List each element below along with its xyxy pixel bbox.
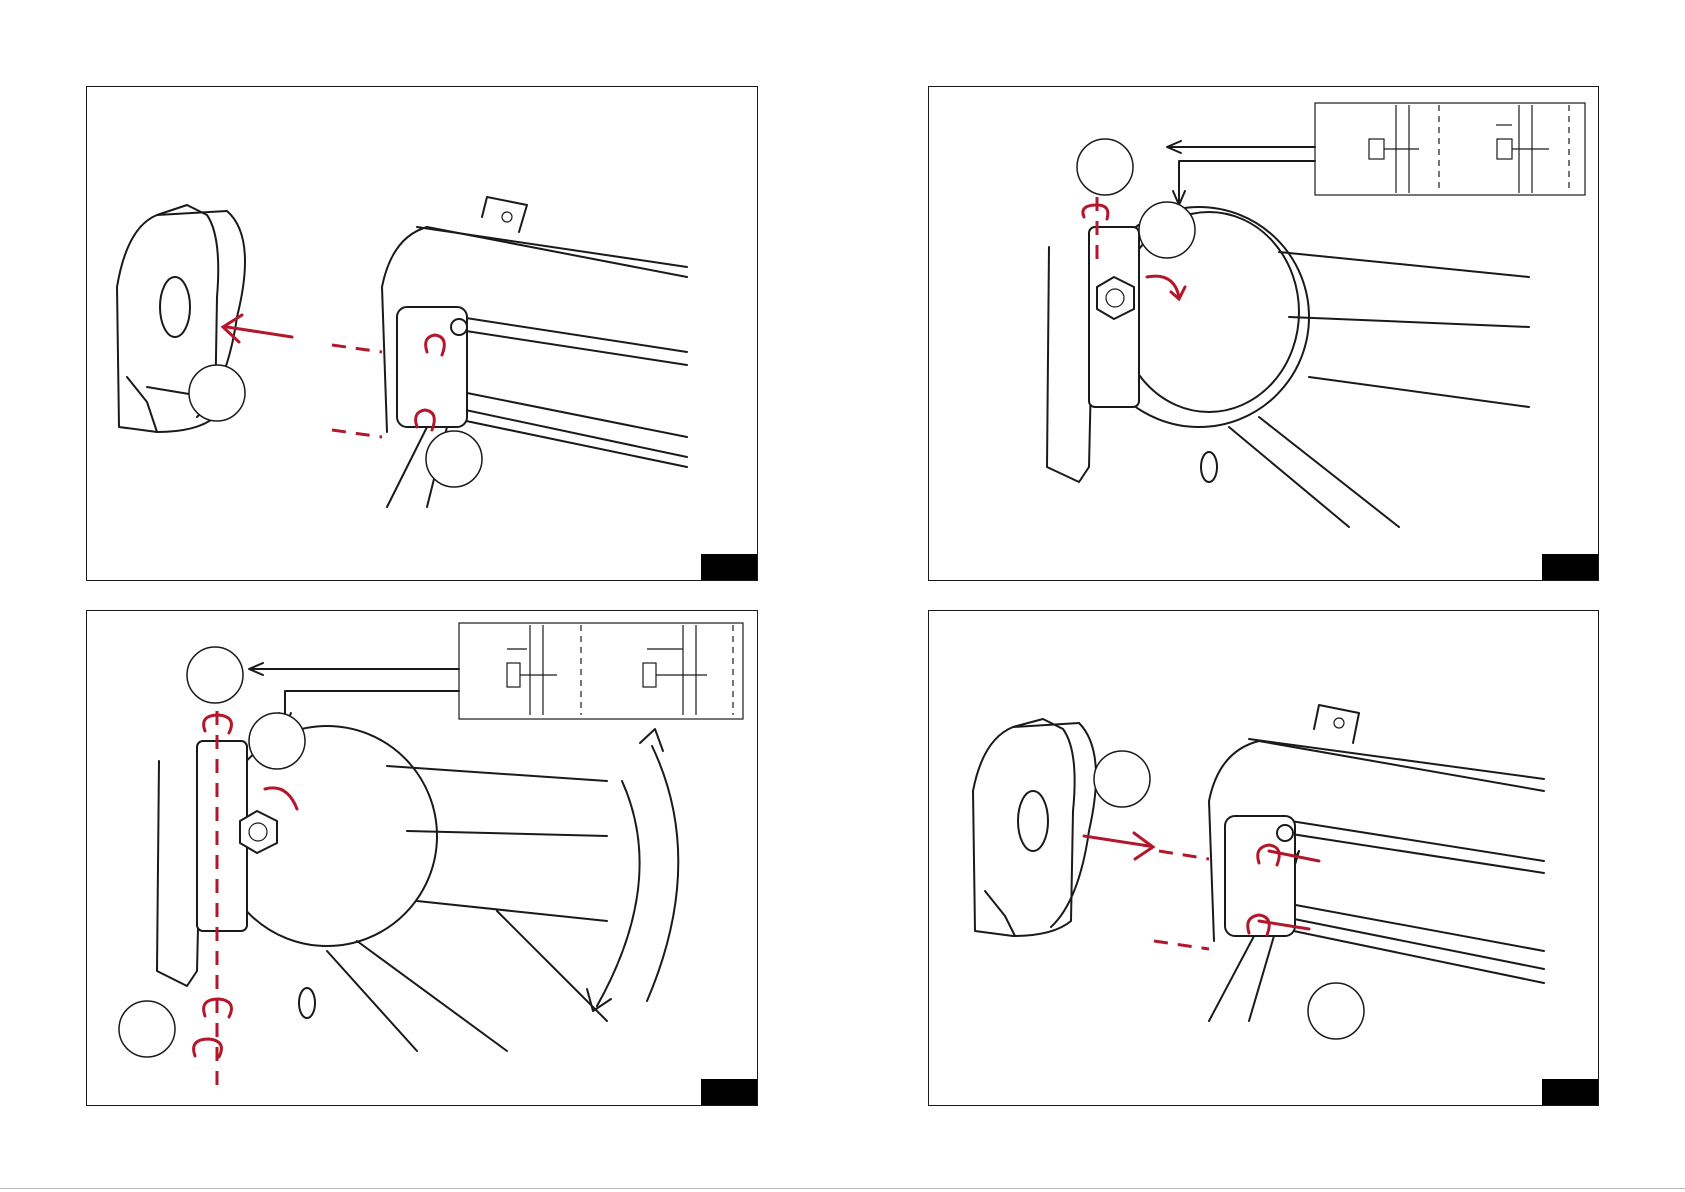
page-tag <box>1542 554 1598 580</box>
step-callout-circle <box>1139 202 1195 258</box>
page-tag <box>701 554 757 580</box>
end-bracket-drawing <box>157 726 607 1051</box>
end-cap-drawing <box>973 719 1096 936</box>
step-callout-circle <box>1077 139 1133 195</box>
step-callout-circle <box>249 713 305 769</box>
detail-inset <box>1315 103 1585 195</box>
step-callout-circle <box>1308 983 1364 1039</box>
step-callout-circle <box>187 647 243 703</box>
illustration-remove-cap <box>87 87 758 581</box>
illustration-refit-cap <box>929 611 1599 1106</box>
tilt-arrows <box>587 729 678 1011</box>
page-tag <box>1542 1079 1598 1105</box>
step-panel-tension-adjust <box>86 610 758 1106</box>
step-panel-remove-cap <box>86 86 758 581</box>
step-callout-circle <box>426 431 482 487</box>
illustration-adjust-nut <box>929 87 1599 581</box>
arrow-left-red-icon <box>223 315 292 342</box>
step-panel-refit-cap <box>928 610 1599 1106</box>
step-callout-circle <box>119 1001 175 1057</box>
step-panel-adjust-nut <box>928 86 1599 581</box>
arrow-right-red-icon <box>1084 833 1153 859</box>
step-callout-circle <box>189 365 245 421</box>
detail-inset <box>459 623 743 719</box>
page-bottom-rule <box>0 1188 1685 1189</box>
page-tag <box>701 1079 757 1105</box>
end-bracket-drawing <box>1047 207 1529 527</box>
illustration-tension-adjust <box>87 611 758 1106</box>
step-callout-circle <box>1094 751 1150 807</box>
